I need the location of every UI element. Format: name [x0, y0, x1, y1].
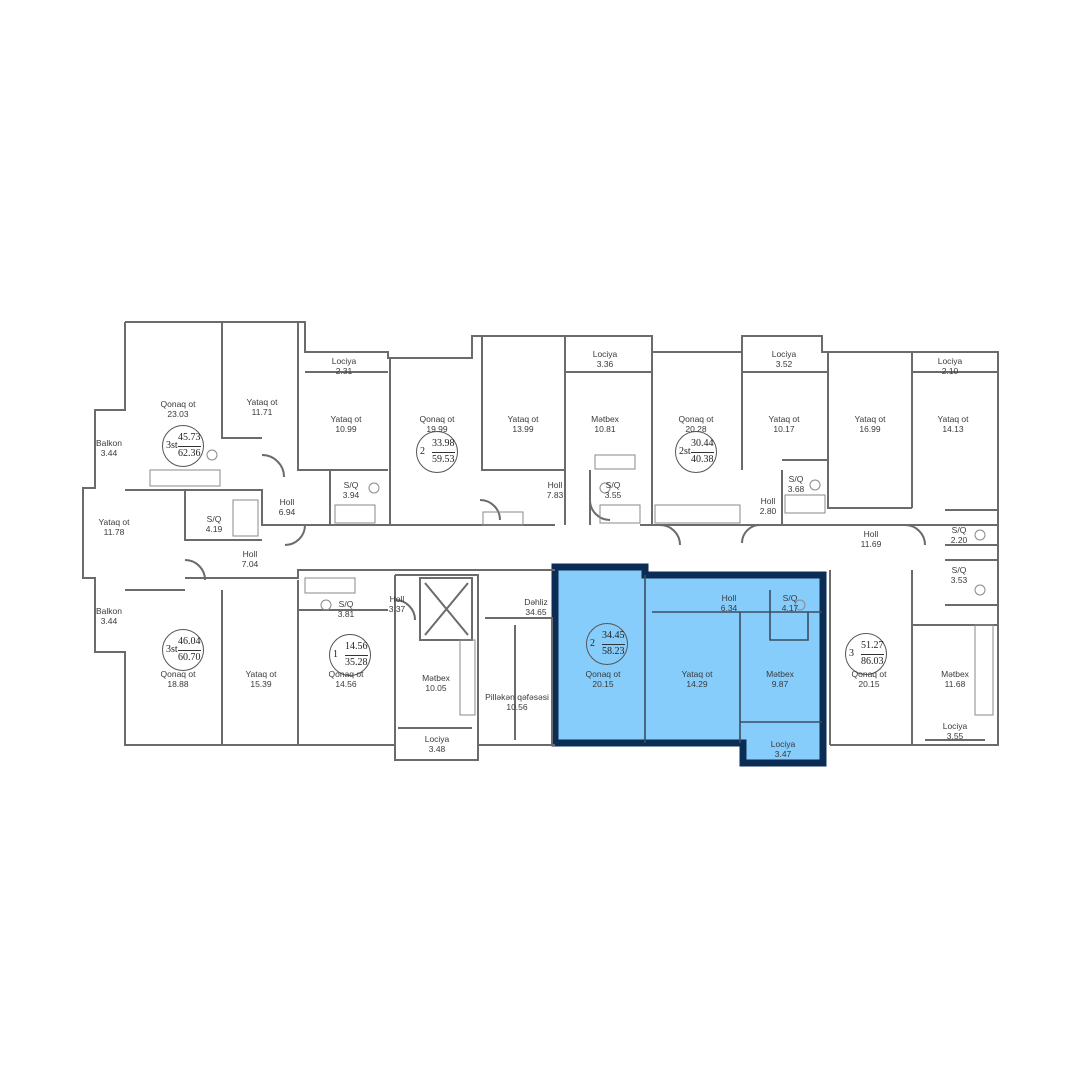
highlighted-apartment[interactable] — [551, 563, 827, 767]
fixtures — [149, 449, 994, 716]
apartment-badge[interactable]: 2 33.98 59.53 — [416, 431, 458, 473]
walls — [82, 321, 999, 761]
apartment-badge[interactable]: 1 14.56 35.28 — [329, 634, 371, 676]
apartment-badge[interactable]: 3st 45.73 62.36 — [162, 425, 204, 467]
apartment-badge[interactable]: 3 51.27 86.03 — [845, 633, 887, 675]
highlighted-apartment-walls — [644, 575, 822, 743]
apartment-badge[interactable]: 3st 46.04 60.70 — [162, 629, 204, 671]
apartment-badge[interactable]: 2st 30.44 40.38 — [675, 431, 717, 473]
apartment-badge-highlighted[interactable]: 2 34.45 58.23 — [586, 623, 628, 665]
